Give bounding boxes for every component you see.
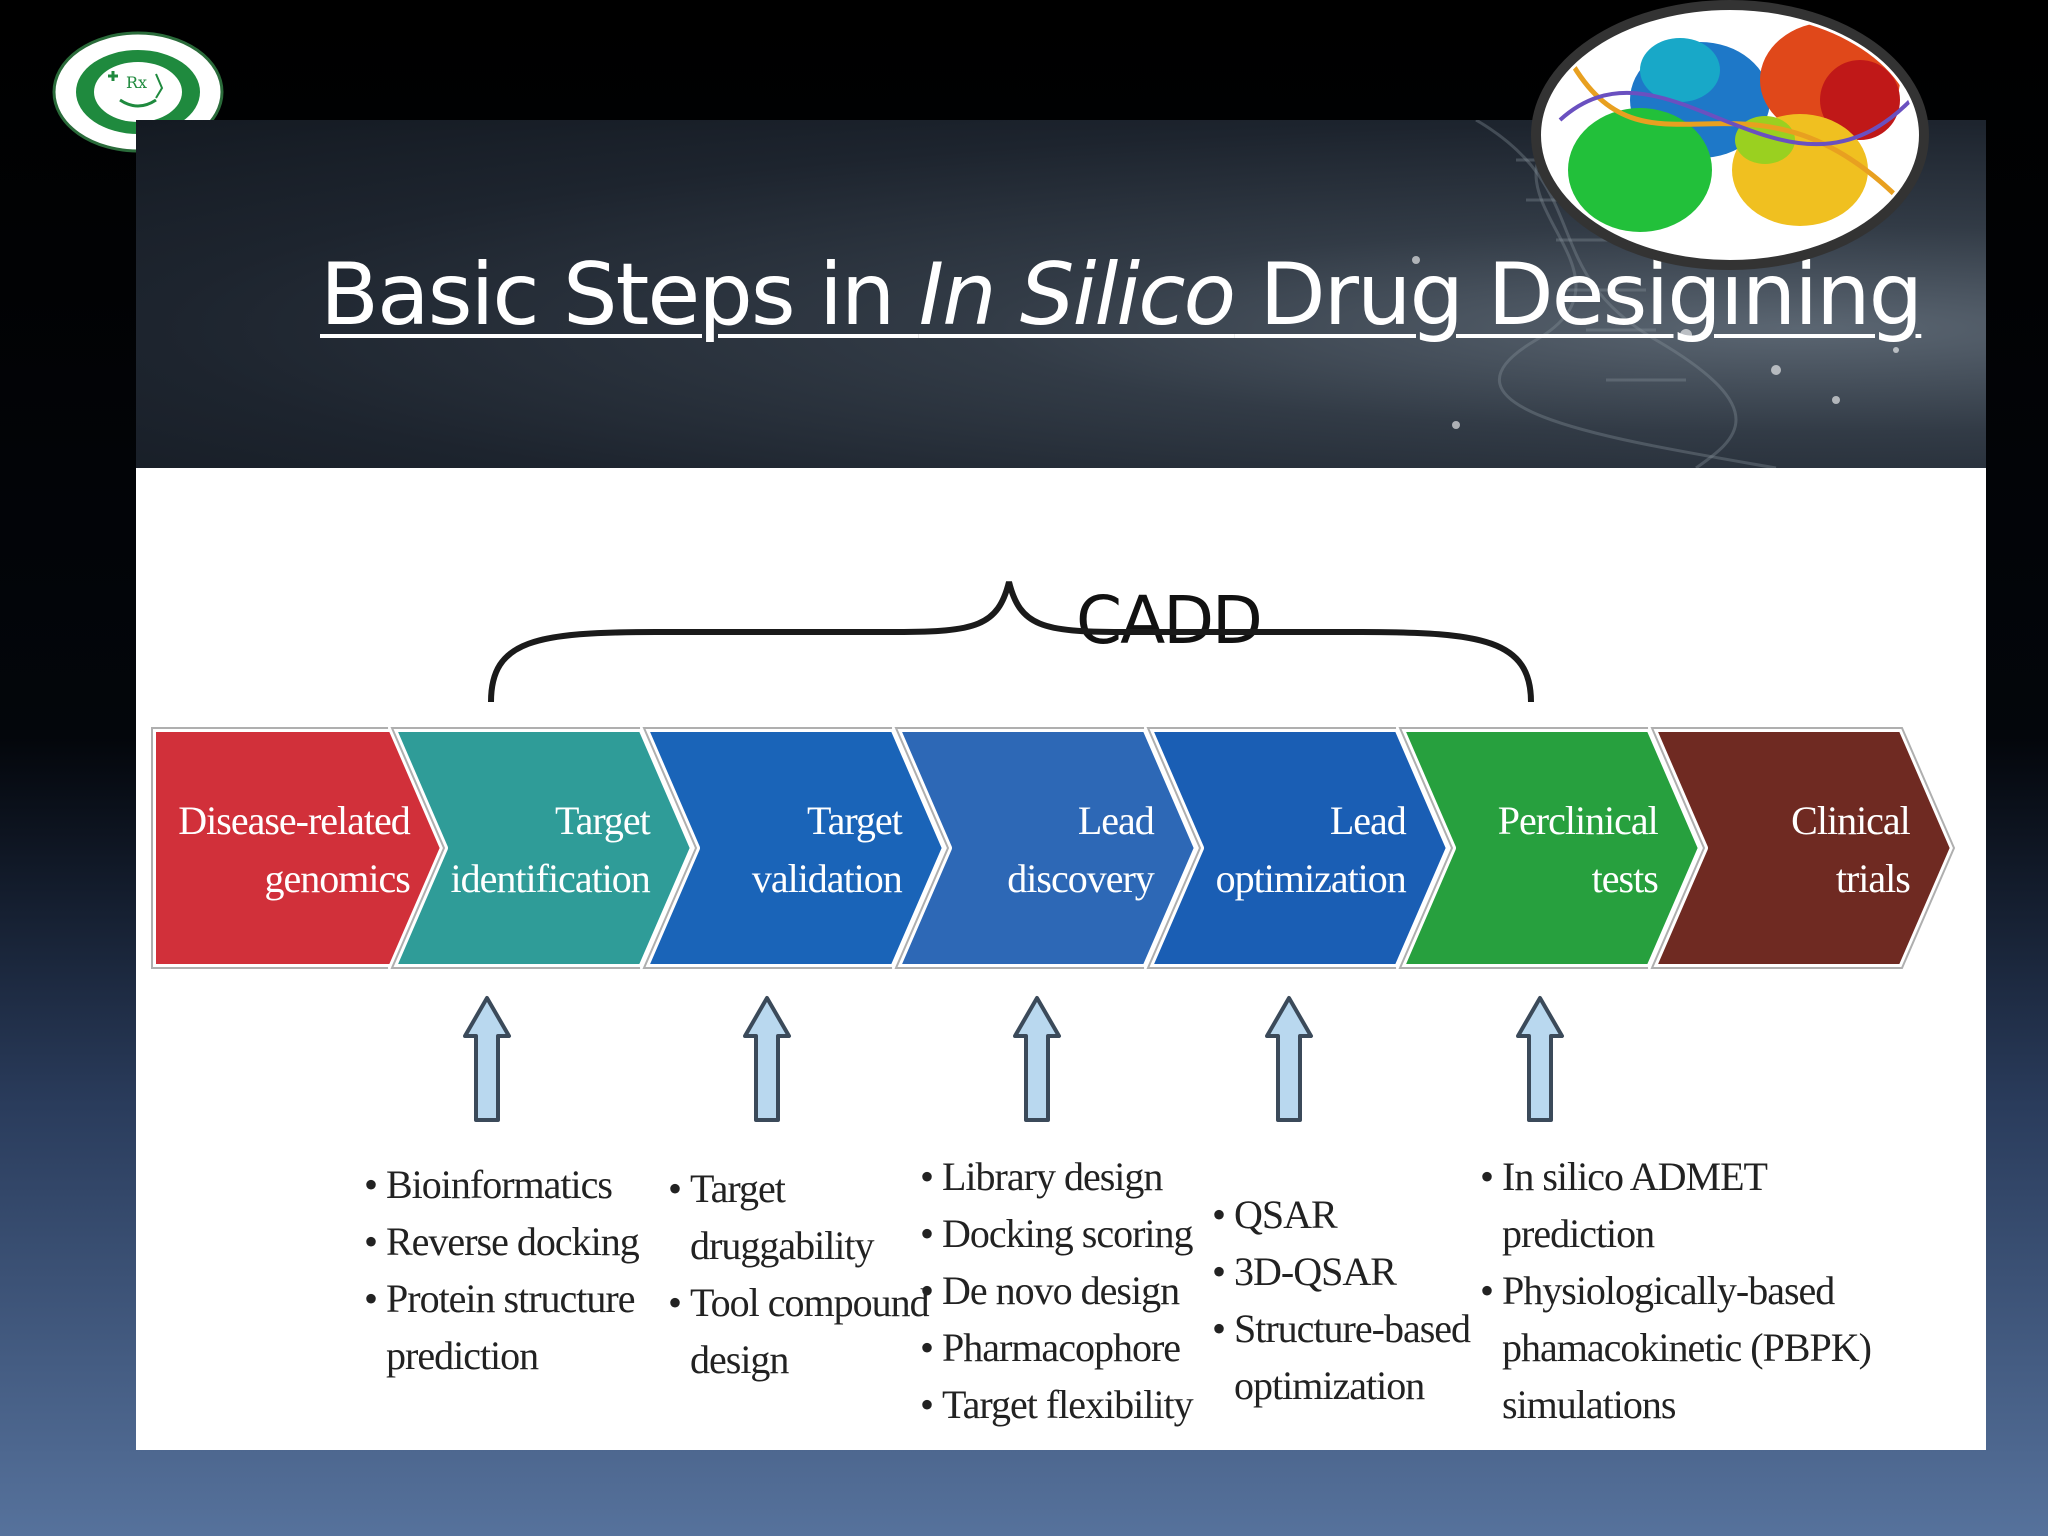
method-item: Bioinformatics	[364, 1156, 639, 1213]
stage-label-line: Disease-related	[178, 798, 411, 843]
method-item: 3D-QSAR	[1212, 1243, 1470, 1300]
method-item: Target flexibility	[920, 1376, 1194, 1433]
chevron-outline	[1650, 727, 1956, 969]
chevron-shape	[1648, 724, 1958, 972]
stage-label-line: validation	[752, 856, 903, 901]
stage-label-line: Target	[807, 798, 903, 843]
method-item: Pharmacophore	[920, 1319, 1193, 1376]
cadd-brace	[488, 581, 1534, 703]
stage-label-line: Perclinical	[1498, 798, 1659, 843]
title-banner: Basic Steps in In Silico Drug Desigining	[136, 120, 1986, 468]
stage-label-line: identification	[451, 856, 651, 901]
college-logo: Rx	[52, 31, 224, 153]
stage-label-line: Target	[555, 798, 651, 843]
method-list: Library designDocking scoringDe novo des…	[920, 1148, 1194, 1433]
stage-chevron: Clinical trials	[1648, 724, 1958, 972]
method-item: De novo design	[920, 1262, 1193, 1319]
title-part: Basic Steps in	[320, 245, 919, 345]
stage-label-line: Lead	[1330, 798, 1407, 843]
stage-label-line: trials	[1836, 856, 1910, 901]
method-list: In silico ADMETpredictionPhysiologically…	[1480, 1148, 1872, 1433]
stage-chevron: Disease-related genomics	[148, 724, 458, 972]
stage-label-line: optimization	[1216, 856, 1407, 901]
method-item: QSAR	[1212, 1186, 1470, 1243]
svg-text:Rx: Rx	[126, 73, 147, 92]
slide-title: Basic Steps in In Silico Drug Desigining	[320, 252, 1923, 338]
stage-label-line: Clinical	[1791, 798, 1911, 843]
up-arrow-icon	[1516, 996, 1564, 1122]
stage-label-line: tests	[1592, 856, 1659, 901]
up-arrow-icon	[463, 996, 511, 1122]
protein-structure-image	[1531, 0, 1929, 270]
cadd-label: CADD	[1076, 582, 1263, 659]
stage-label-line: Lead	[1078, 798, 1155, 843]
method-item: Docking scoring	[920, 1205, 1194, 1262]
pipeline-diagram: Disease-related genomics Target identificat…	[148, 581, 1958, 1122]
title-part: Drug Desigining	[1234, 245, 1923, 345]
stage-label-line: genomics	[264, 856, 410, 901]
up-arrow-icon	[743, 996, 791, 1122]
stage-label-line: discovery	[1007, 856, 1155, 901]
method-item: Library design	[920, 1148, 1193, 1205]
method-item: Reverse docking	[364, 1213, 640, 1270]
stage-chevron: Target identification	[388, 724, 698, 972]
slide: Basic Steps in In Silico Drug Desigining…	[136, 120, 1986, 1450]
up-arrow-icon	[1265, 996, 1313, 1122]
up-arrow-icon	[1013, 996, 1061, 1122]
title-italic-part: In Silico	[918, 245, 1236, 345]
method-list: BioinformaticsReverse dockingProtein str…	[364, 1156, 640, 1384]
